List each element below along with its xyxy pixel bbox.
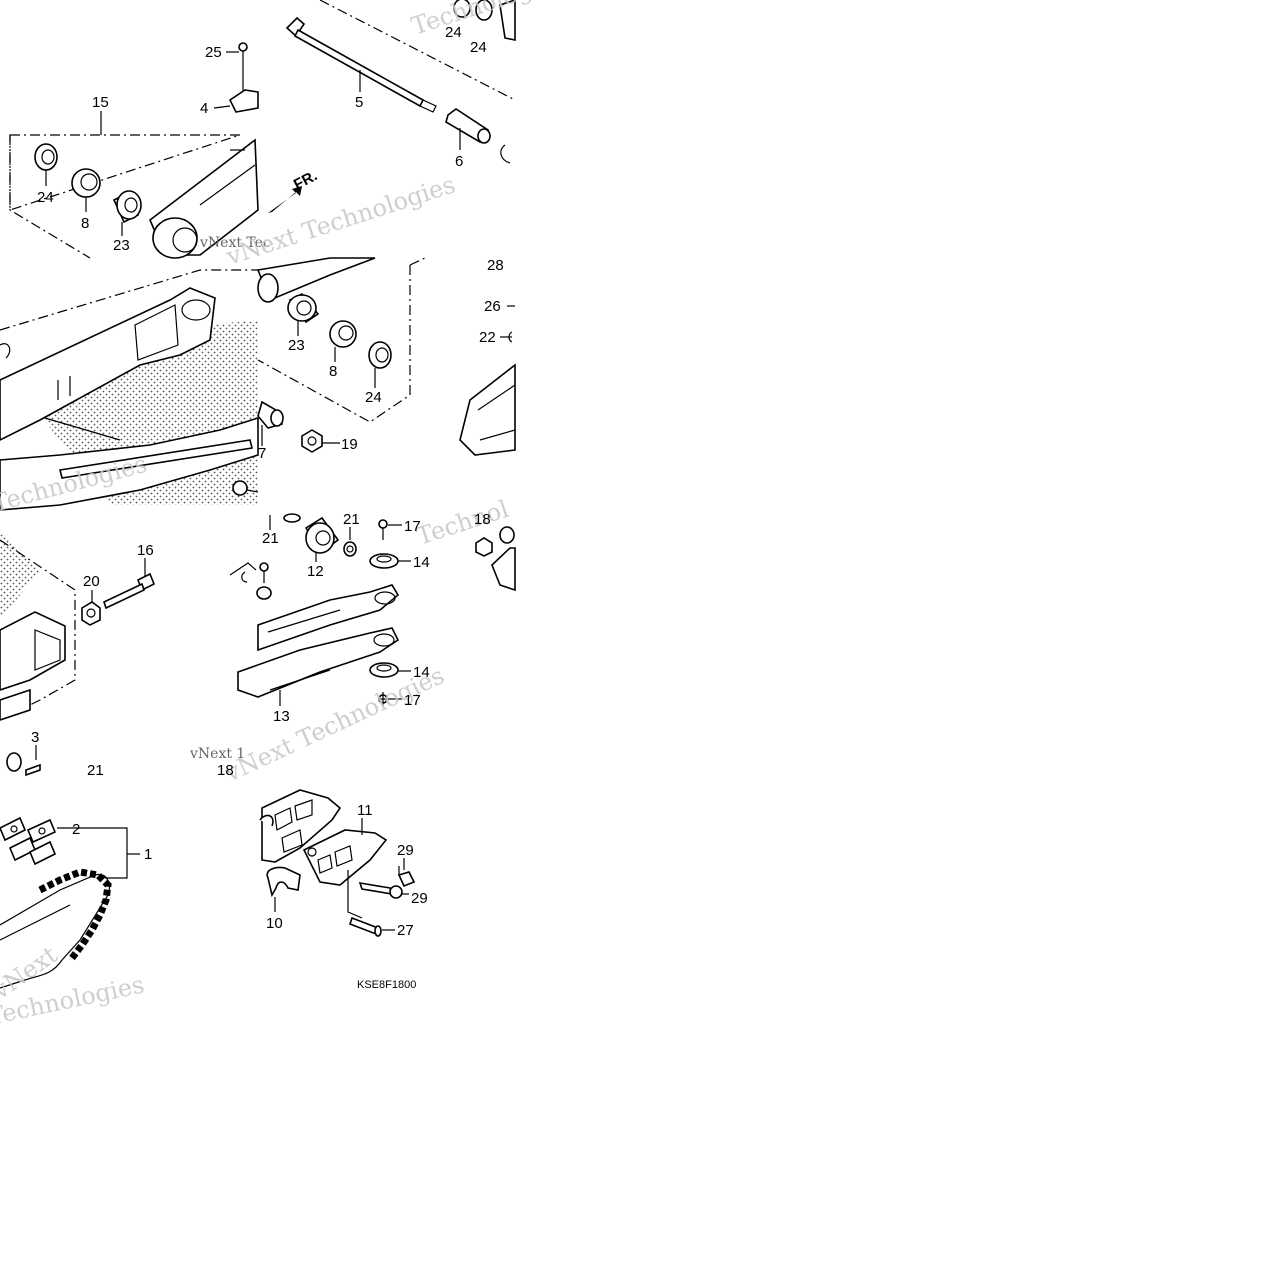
spacer-part (445, 108, 491, 144)
guide-end-part (491, 526, 516, 592)
callout-label: 17 (404, 518, 421, 535)
chain-slider-part (459, 363, 516, 456)
flange-bolt-part (347, 866, 416, 919)
callout-label: 23 (113, 237, 130, 254)
callout-label: 16 (137, 542, 154, 559)
nut-part (475, 537, 493, 557)
swingarm-pivot-right-part (256, 257, 376, 303)
tile-lower-middle (229, 513, 411, 706)
washer-part (6, 752, 41, 777)
tile-middle-middle (256, 257, 426, 453)
bolt-part (238, 42, 248, 92)
tile-middle-right (459, 305, 516, 456)
callout-label: 6 (455, 153, 463, 170)
swingarm-pivot-part (149, 138, 259, 259)
callout-label: 24 (470, 39, 487, 56)
callout-label: 5 (355, 94, 363, 111)
chain-guide-bracket-part (302, 829, 388, 886)
callout-label: 23 (288, 337, 305, 354)
adjuster-bolt-part (103, 572, 156, 610)
screw-part (378, 519, 388, 540)
callout-label: 18 (217, 762, 234, 779)
callout-label: 28 (487, 257, 504, 274)
callout-label: 24 (37, 189, 54, 206)
callout-label: 4 (200, 100, 208, 117)
callout-label: 8 (81, 215, 89, 232)
tile-top-left: FR. (9, 42, 320, 259)
dust-seal-part (368, 341, 392, 369)
diagram-code-label: KSE8F1800 (357, 979, 416, 991)
collar-part (71, 168, 101, 198)
callout-label: 3 (31, 729, 39, 746)
tile-bottom-left (0, 816, 140, 989)
callout-label: 25 (205, 44, 222, 61)
dust-seal-part (34, 143, 58, 171)
callout-label: 24 (365, 389, 382, 406)
clamp-plate-part (228, 89, 259, 113)
callout-label: 21 (343, 511, 360, 528)
collar-short-part (257, 400, 284, 429)
callout-label: 17 (404, 692, 421, 709)
nut-part (81, 601, 101, 626)
needle-bearing-part (287, 292, 320, 324)
chain-guide-arm-part (237, 584, 400, 698)
callout-label: 21 (262, 530, 279, 547)
callout-label: 13 (273, 708, 290, 725)
watermark-text: Technologies (408, 0, 568, 41)
watermark-text: Technol (413, 495, 512, 551)
callout-label: 7 (258, 445, 266, 462)
chain-guide-part (259, 789, 342, 863)
callout-label: 26 (484, 298, 501, 315)
callout-label: 22 (479, 329, 496, 346)
callout-label: 12 (307, 563, 324, 580)
tile-bottom-middle (259, 789, 416, 937)
callout-label: 19 (341, 436, 358, 453)
collar-small-part (343, 541, 357, 557)
callout-label: 20 (83, 573, 100, 590)
callout-label: 24 (445, 24, 462, 41)
callout-label: 21 (87, 762, 104, 779)
front-direction-arrow (268, 186, 302, 213)
drive-chain-part (0, 868, 112, 989)
callout-label: 29 (411, 890, 428, 907)
master-link-part (0, 816, 57, 866)
callout-label: 1 (144, 846, 152, 863)
callout-label: 27 (397, 922, 414, 939)
nut-part (232, 480, 259, 496)
nut-part (301, 429, 323, 453)
tile-top-middle (285, 0, 516, 164)
bolt-part (348, 916, 382, 937)
callout-label: 29 (397, 842, 414, 859)
chain-guide-part (59, 439, 253, 479)
callout-labels: 25 15 4 24 8 23 5 6 24 24 23 8 24 7 19 2… (31, 24, 504, 939)
callout-label: 2 (72, 821, 80, 838)
guide-clamp-part (266, 866, 301, 898)
callout-label: 14 (413, 664, 430, 681)
callout-label: 11 (357, 802, 373, 819)
tile-lower-left (0, 530, 156, 777)
callout-label: 15 (92, 94, 109, 111)
watermark-text: vNext Tec (199, 235, 271, 251)
needle-bearing-part (112, 190, 142, 224)
bushing-part (304, 516, 340, 554)
screw-with-clip-part (229, 562, 272, 600)
grommet-part (369, 662, 399, 678)
callout-label: 18 (474, 511, 491, 528)
callout-label: 10 (266, 915, 283, 932)
tile-lower-right (475, 526, 516, 592)
pivot-bolt-part (285, 16, 437, 113)
callout-label: 14 (413, 554, 430, 571)
tile-middle-left (0, 269, 259, 511)
adjuster-block-part (0, 611, 66, 721)
callout-label: 8 (329, 363, 337, 380)
collar-part (329, 320, 357, 348)
watermark-text: vNext 1 (189, 746, 245, 762)
screw-part (378, 692, 388, 706)
grommet-part (369, 553, 399, 569)
